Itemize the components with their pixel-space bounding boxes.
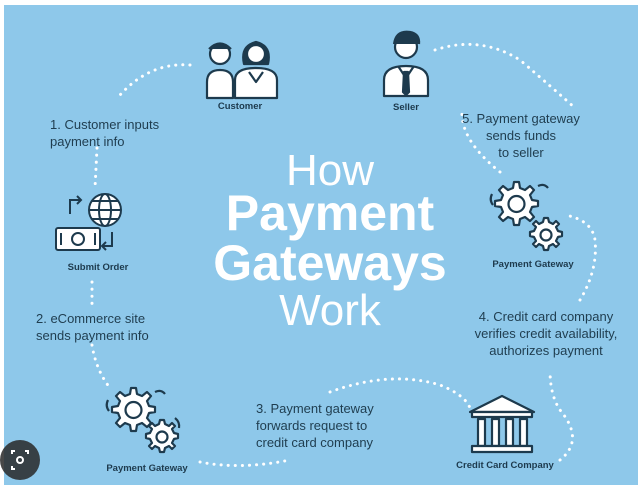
step-5-text: 5. Payment gateway sends funds to seller	[462, 111, 580, 160]
title-line-2: Payment	[225, 185, 435, 241]
title-line-4: Work	[279, 286, 381, 335]
seller-label: Seller	[393, 102, 419, 113]
submit-order-label: Submit Order	[67, 262, 129, 273]
lens-icon[interactable]	[0, 440, 40, 480]
step-2-text: 2. eCommerce site sends payment info	[36, 311, 149, 343]
title-line-3: Gateways	[213, 235, 447, 291]
step-4-text: 4. Credit card company verifies credit a…	[474, 309, 618, 358]
title-line-1: How	[285, 146, 375, 195]
step-1-text: 1. Customer inputs payment info	[50, 117, 160, 149]
customer-label: Customer	[217, 101, 263, 112]
gateway-left-label: Payment Gateway	[106, 463, 188, 474]
credit-card-company-label: Credit Card Company	[456, 460, 554, 471]
gateway-right-label: Payment Gateway	[492, 259, 574, 270]
step-3-text: 3. Payment gateway forwards request to c…	[256, 401, 374, 450]
